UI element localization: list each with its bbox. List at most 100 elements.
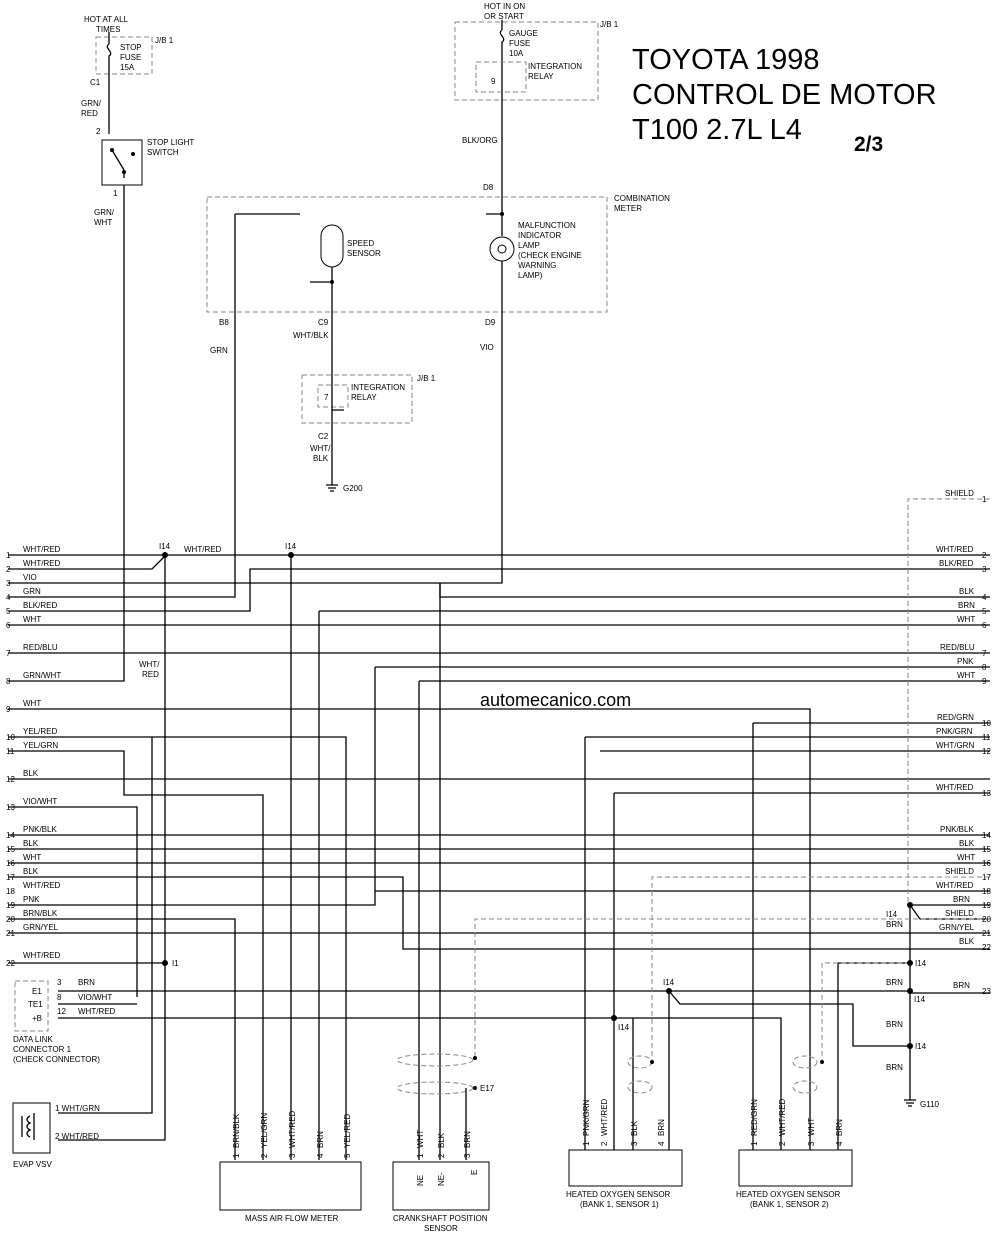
- wire-label-blk-org: BLK/ORG: [462, 136, 498, 145]
- connector-c9: C9: [318, 318, 329, 327]
- right-pin-num: 16: [982, 859, 991, 868]
- right-pin-num: 10: [982, 719, 991, 728]
- shield-node-o2s1: [650, 1060, 654, 1064]
- stop-light-switch-label: STOP LIGHT: [147, 138, 194, 147]
- dlc-color: BRN: [78, 978, 95, 987]
- o2s1-pin-color: BRN: [657, 1119, 666, 1136]
- left-pin-color: BRN/BLK: [23, 909, 58, 918]
- connector-e17: E17: [480, 1084, 495, 1093]
- right-pin-color: SHIELD: [945, 867, 974, 876]
- ckp-pin: 1: [416, 1153, 425, 1158]
- wire-label-vio: VIO: [480, 343, 494, 352]
- right-pin-color: WHT: [957, 671, 975, 680]
- meter-output-wires: GRN WHT/BLK VIO J/B 1 7 INTEGRATION RELA…: [8, 318, 503, 598]
- splice-i14-g-label: I14: [914, 995, 926, 1004]
- left-pin-color: BLK: [23, 769, 39, 778]
- shield-o2s2: [821, 962, 910, 1062]
- left-pin-color: WHT/RED: [23, 545, 61, 554]
- wire-pnk: [8, 667, 376, 906]
- maf-pin: 5: [343, 1153, 352, 1158]
- relay-pin-9: 9: [491, 77, 496, 86]
- mil-lamp-filament: [497, 244, 507, 254]
- left-pin-color: PNK: [23, 895, 40, 904]
- ckp-pin: 2: [437, 1153, 446, 1158]
- ckp-shield-1: [396, 1053, 474, 1067]
- integration-relay-lower: [317, 384, 349, 408]
- wire-vio-wht: [8, 806, 138, 997]
- left-pin-color: RED/BLU: [23, 643, 58, 652]
- wire-brn-blk: [8, 918, 236, 1160]
- integration-relay-top: [475, 61, 527, 93]
- connector-c2: C2: [318, 432, 329, 441]
- right-pin-num: 20: [982, 915, 991, 924]
- brn-label-3: BRN: [886, 1063, 903, 1072]
- speed-sensor-label-2: SENSOR: [347, 249, 381, 258]
- jb1-label-3: J/B 1: [417, 374, 436, 383]
- wire-wht-red-b: [58, 1017, 782, 1160]
- wire-label-wht-blk-2: WHT/: [310, 444, 331, 453]
- ground-g110-symbol: [904, 1099, 916, 1107]
- right-pin-color: RED/GRN: [937, 713, 974, 722]
- o2s1-pin: 4: [657, 1141, 666, 1146]
- splice-i14-h-label: I14: [915, 1042, 927, 1051]
- right-pin-color: PNK/GRN: [936, 727, 973, 736]
- wire-brn-o2s2: [837, 962, 910, 1160]
- right-pin-color: PNK/BLK: [940, 825, 974, 834]
- left-pin-num: 4: [6, 593, 11, 602]
- jb1-label: J/B 1: [155, 36, 174, 45]
- right-pin-num: 7: [982, 649, 987, 658]
- right-pin-num: 3: [982, 565, 987, 574]
- o2s1-pin-color: BLK: [630, 1120, 639, 1136]
- combination-meter: COMBINATION METER SPEED SENSOR MALFUNCTI…: [206, 190, 670, 327]
- wire-pin2-left: [8, 555, 166, 570]
- right-pin-num: 18: [982, 887, 991, 896]
- dlc-pin: 3: [57, 978, 62, 987]
- left-pin-color: BLK: [23, 839, 39, 848]
- mil-label-6: LAMP): [518, 271, 543, 280]
- dlc-term: TE1: [28, 1000, 43, 1009]
- maf-pin-color: YEL/RED: [343, 1114, 352, 1148]
- gauge-fuse-label-2: FUSE: [509, 39, 530, 48]
- wire-label-wht-blk: WHT/BLK: [293, 331, 329, 340]
- left-pin-color: WHT/RED: [23, 881, 61, 890]
- right-pin-num: 2: [982, 551, 987, 560]
- evap-vsv-box: [12, 1102, 51, 1154]
- right-pin-num: 8: [982, 663, 987, 672]
- splice-i14-b: [288, 552, 294, 558]
- right-pin-num: 6: [982, 621, 987, 630]
- ckp-term: E: [470, 1170, 479, 1175]
- splice-i14-g: [907, 988, 913, 994]
- o2s1-pin: 1: [582, 1141, 591, 1146]
- right-pin-color: BLK: [959, 587, 975, 596]
- evap-vsv: 1 WHT/GRN 2 WHT/RED EVAP VSV: [12, 1102, 100, 1169]
- shield-pin1: [907, 498, 990, 905]
- o2s2-pin: 2: [778, 1141, 787, 1146]
- o2s2-pin: 4: [835, 1141, 844, 1146]
- dlc-term: E1: [32, 987, 42, 996]
- o2s2-shield-1: [792, 1055, 818, 1069]
- wire-label-wht-red-drop-2: RED: [142, 670, 159, 679]
- ground-g200-symbol: [326, 484, 338, 492]
- stop-light-switch: [101, 139, 143, 186]
- brn-label-2: BRN: [886, 1020, 903, 1029]
- wire-brn-branch: [668, 990, 910, 1047]
- wire-blk17: [8, 876, 990, 950]
- wire-label-grn-red: GRN/: [81, 99, 102, 108]
- connector-b8: B8: [219, 318, 229, 327]
- wire-label-grn-red-2: RED: [81, 109, 98, 118]
- shield-node-e17: [473, 1086, 477, 1090]
- right-pin-num: 15: [982, 845, 991, 854]
- stop-light-circuit: HOT AT ALL TIMES J/B 1 STOP FUSE 15A C1 …: [81, 15, 194, 664]
- ckp-pin: 3: [463, 1153, 472, 1158]
- splice-i14-f-label: I14: [915, 959, 927, 968]
- o2s1-pin-color: WHT/RED: [600, 1098, 609, 1136]
- right-pin-color: BLK: [959, 839, 975, 848]
- maf-pin-color: BRN: [316, 1131, 325, 1148]
- splices: I14 I14 WHT/RED WHT/ RED I1 I14 I14 I14 …: [139, 542, 927, 1072]
- right-pin-color: GRN/YEL: [939, 923, 975, 932]
- right-pin-num: 22: [982, 943, 991, 952]
- watermark: automecanico.com: [480, 690, 631, 710]
- right-pin-color: WHT/RED: [936, 783, 974, 792]
- gauge-fuse-label: GAUGE: [509, 29, 538, 38]
